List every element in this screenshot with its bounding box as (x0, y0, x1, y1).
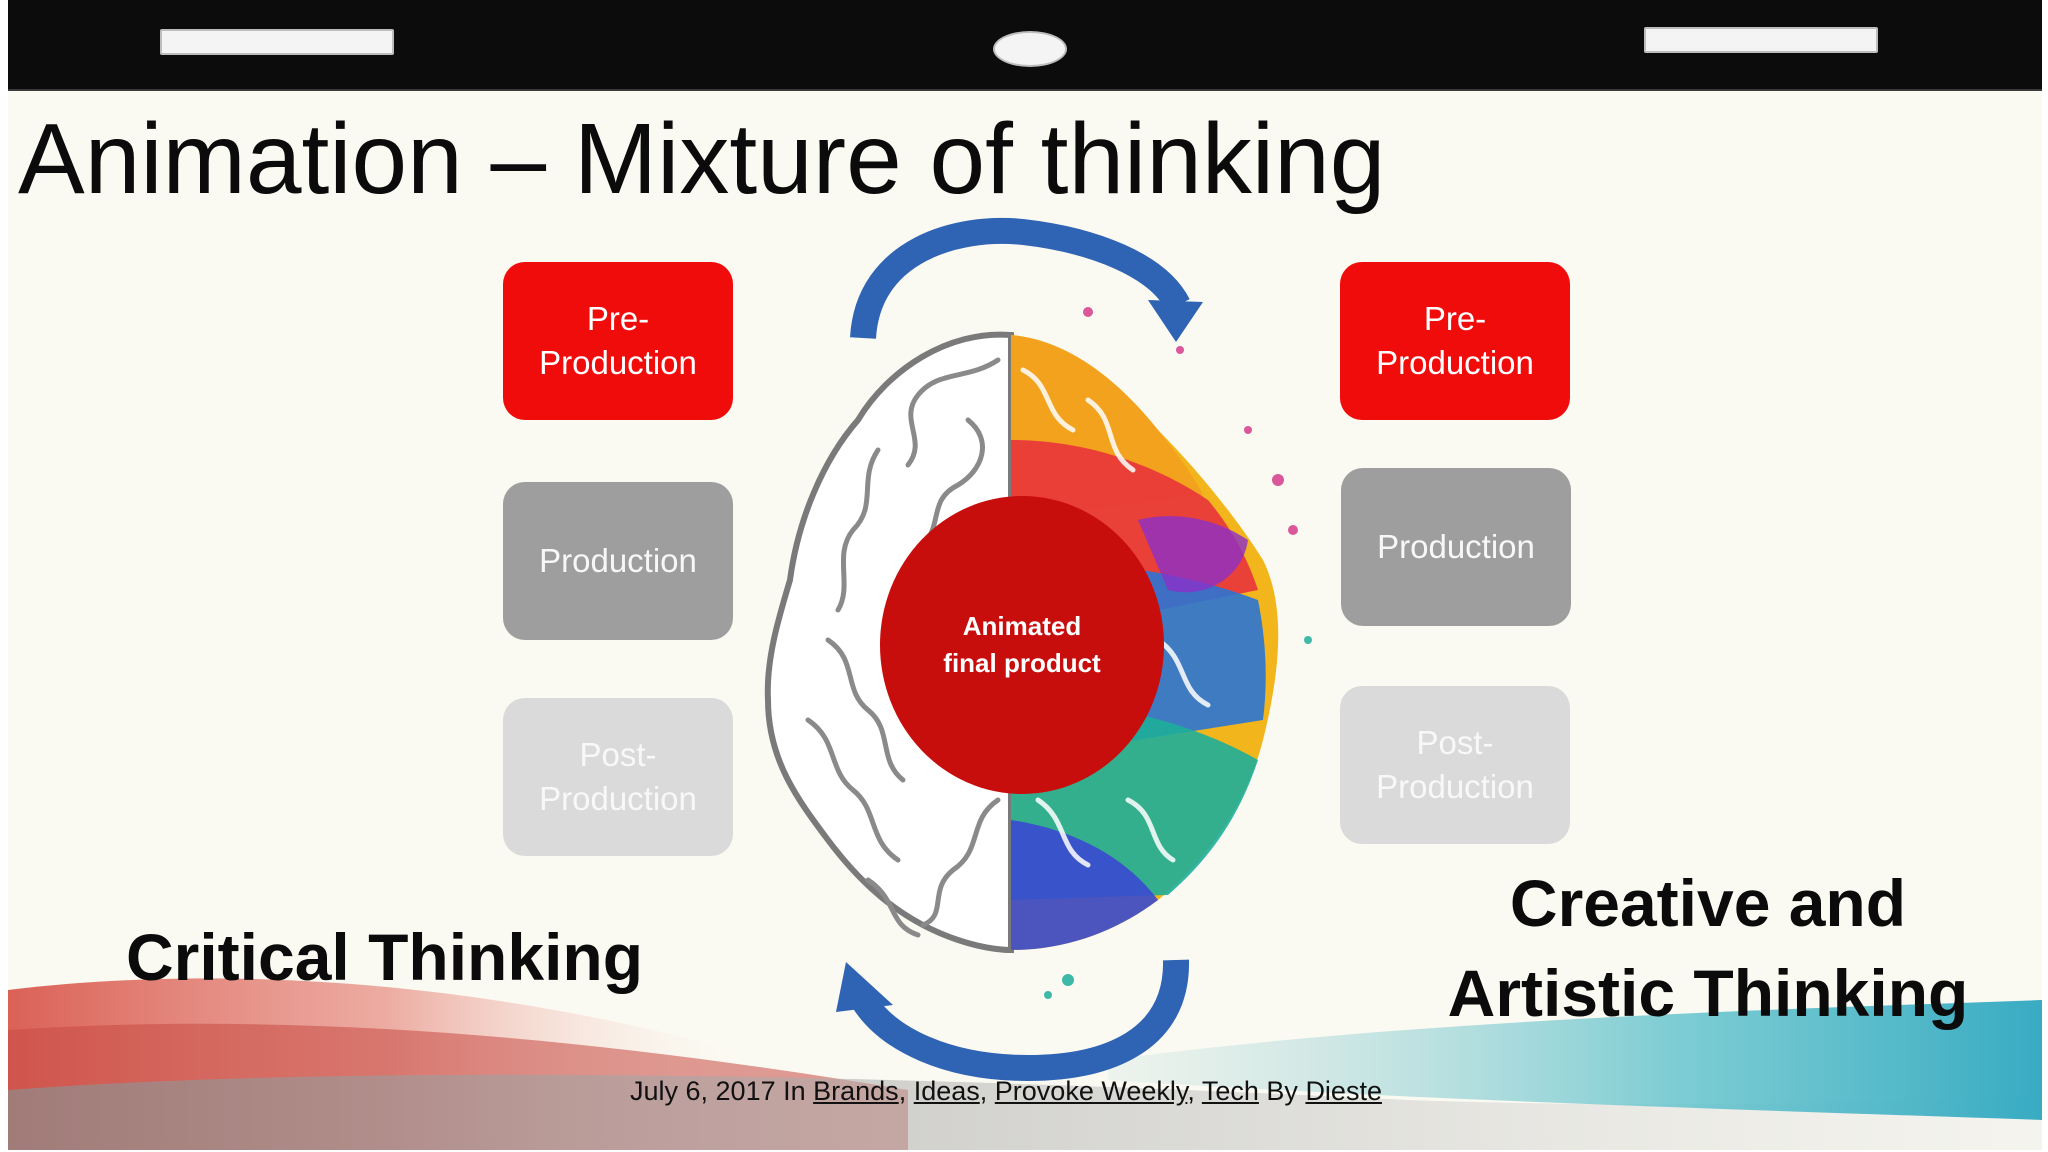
caption-link-provoke-weekly[interactable]: Provoke Weekly (994, 1076, 1188, 1106)
caption-link-tech[interactable]: Tech (1201, 1076, 1259, 1106)
center-circle: Animated final product (880, 496, 1164, 794)
top-right-slot (1644, 27, 1878, 53)
caption-link-brands[interactable]: Brands (813, 1076, 899, 1106)
slide: Animation – Mixture of thinking (8, 0, 2042, 1150)
left-box-production-label: Production (539, 542, 697, 579)
slide-title: Animation – Mixture of thinking (18, 103, 1386, 215)
source-caption: July 6, 2017 In Brands, Ideas, Provoke W… (630, 1076, 1382, 1106)
right-box-post-production-label: Post- Production (1376, 724, 1534, 805)
cycle-arrow-icon (836, 217, 1203, 1082)
right-box-post-production: Post- Production (1340, 686, 1570, 844)
left-box-pre-production: Pre- Production (503, 262, 733, 420)
left-box-production: Production (503, 482, 733, 640)
center-label: Animated final product (943, 611, 1101, 678)
top-left-slot (160, 29, 394, 55)
top-bar (8, 0, 2042, 91)
critical-thinking-label: Critical Thinking (126, 920, 644, 994)
top-center-oval (993, 31, 1067, 67)
caption-link-author[interactable]: Dieste (1305, 1076, 1382, 1106)
right-box-pre-production: Pre- Production (1340, 262, 1570, 420)
caption-by: By (1258, 1076, 1306, 1106)
creative-thinking-label: Creative and Artistic Thinking (1447, 866, 1969, 1030)
caption-date: July 6, 2017 In (630, 1076, 814, 1106)
left-box-post-production: Post- Production (503, 698, 733, 856)
right-box-production-label: Production (1377, 528, 1535, 565)
left-box-post-production-label: Post- Production (539, 736, 697, 817)
left-box-pre-production-label: Pre- Production (539, 300, 697, 381)
caption-link-ideas[interactable]: Ideas (913, 1076, 980, 1106)
right-box-production: Production (1341, 468, 1571, 626)
right-box-pre-production-label: Pre- Production (1376, 300, 1534, 381)
